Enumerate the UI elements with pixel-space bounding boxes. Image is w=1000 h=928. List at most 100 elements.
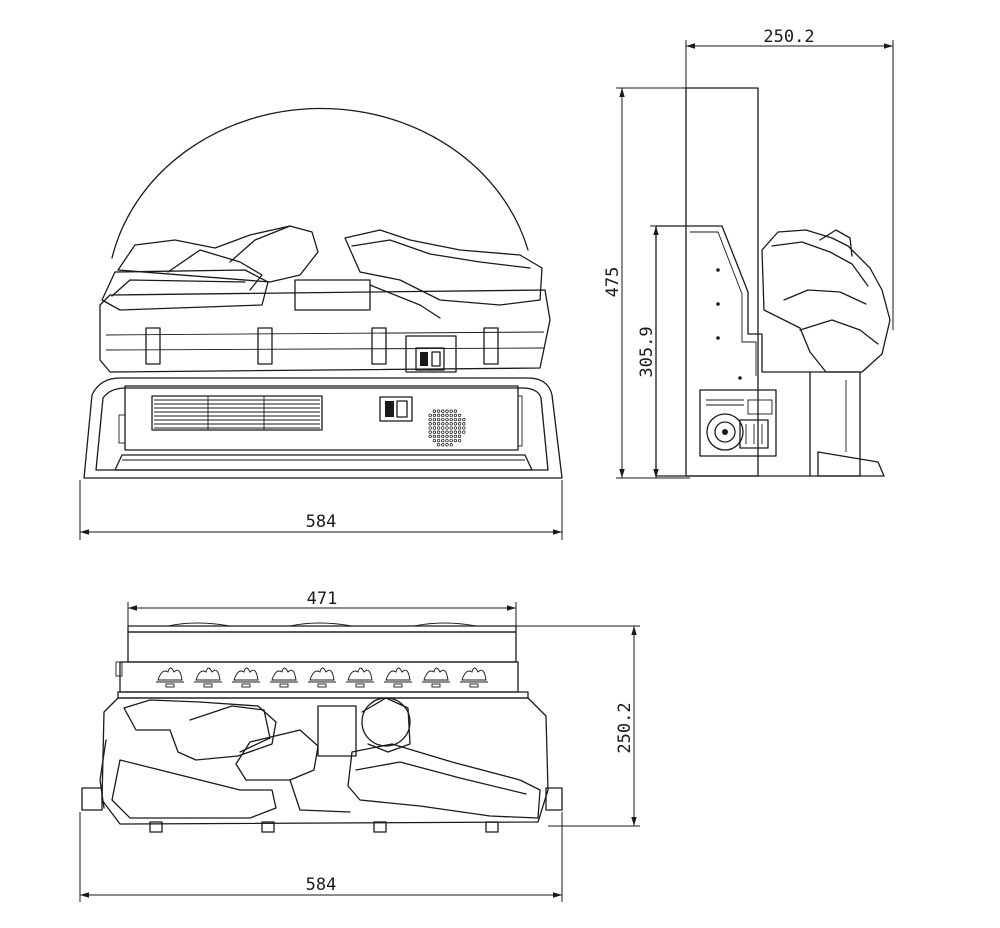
speaker-hole (453, 422, 458, 426)
speaker-hole (445, 417, 449, 422)
flame-base-mark (317, 683, 327, 688)
flame-glyph (346, 667, 374, 683)
speaker-hole (453, 417, 458, 422)
speaker-hole (445, 438, 449, 443)
speaker-hole (449, 430, 453, 434)
speaker-hole (428, 422, 432, 426)
dim-top-depth: 250.2 (516, 625, 640, 827)
speaker-hole (432, 426, 437, 430)
speaker-hole (441, 438, 445, 443)
speaker-hole (453, 434, 458, 439)
top-tray (101, 697, 549, 825)
dim-label-front-width: 584 (306, 512, 337, 532)
flame-base-mark (279, 683, 289, 688)
speaker-hole (436, 409, 441, 413)
speaker-hole (432, 422, 437, 426)
speaker-hole (449, 422, 453, 426)
dim-label-side-body-height: 305.9 (637, 326, 657, 377)
speaker-hole (436, 417, 441, 422)
top-base-foot-right (545, 787, 563, 811)
top-heater-strip (127, 631, 517, 663)
speaker-hole (432, 430, 437, 434)
speaker-hole (453, 426, 458, 430)
speaker-hole (428, 434, 432, 439)
speaker-hole (428, 417, 432, 422)
speaker-hole (449, 443, 453, 447)
flame-glyph (194, 667, 222, 683)
speaker-hole (436, 422, 441, 426)
speaker-hole (449, 417, 453, 422)
dim-side-depth: 250.2 (685, 27, 894, 330)
speaker-hole (445, 443, 449, 447)
flame-glyph (384, 667, 412, 683)
speaker-hole (441, 409, 445, 413)
speaker-hole (449, 434, 453, 439)
flame-base-mark (355, 683, 365, 688)
tray-clips (145, 327, 499, 365)
speaker-hole (462, 422, 466, 426)
speaker-hole (457, 438, 462, 443)
heater-vent-grille (151, 395, 323, 431)
speaker-hole (428, 430, 432, 434)
flame-glyph (156, 667, 184, 683)
flame-base-mark (203, 683, 213, 688)
dim-top-inner-width: 471 (127, 589, 517, 626)
speaker-hole (457, 417, 462, 422)
dim-front-width: 584 (79, 480, 563, 540)
dim-top-width: 584 (79, 812, 563, 902)
speaker-hole (453, 409, 458, 413)
speaker-hole (432, 434, 437, 439)
flame-glyph (422, 667, 450, 683)
side-logs (761, 229, 891, 373)
speaker-hole (453, 413, 458, 418)
speaker-hole (445, 426, 449, 430)
speaker-hole (457, 434, 462, 439)
flame-glyph (232, 667, 260, 683)
flame-base-mark (165, 683, 175, 688)
speaker-hole (445, 434, 449, 439)
speaker-hole (436, 430, 441, 434)
flame-glyph (460, 667, 488, 683)
speaker-grille (428, 409, 466, 447)
speaker-hole (457, 413, 462, 418)
speaker-hole (449, 438, 453, 443)
flame-glyph (270, 667, 298, 683)
flame-dome-outline (111, 107, 529, 259)
speaker-hole (432, 438, 437, 443)
side-view (655, 87, 891, 477)
speaker-hole (441, 426, 445, 430)
speaker-hole (432, 409, 437, 413)
dim-side-height: 475 (603, 87, 690, 479)
speaker-hole (457, 426, 462, 430)
front-logs (101, 225, 543, 319)
flame-base-mark (431, 683, 441, 688)
speaker-hole (449, 426, 453, 430)
speaker-hole (441, 434, 445, 439)
dim-label-top-width: 584 (306, 875, 337, 895)
top-logs (99, 697, 541, 819)
flame-glyph (308, 667, 336, 683)
speaker-hole (457, 422, 462, 426)
speaker-hole (436, 426, 441, 430)
speaker-hole (441, 413, 445, 418)
dim-label-top-depth: 250.2 (615, 702, 635, 753)
glass-panel (685, 87, 759, 477)
flame-base-mark (241, 683, 251, 688)
blower-fan (699, 389, 777, 457)
ember-bed-tray (99, 289, 551, 373)
speaker-hole (445, 413, 449, 418)
speaker-hole (428, 426, 432, 430)
speaker-hole (436, 413, 441, 418)
top-base-foot-left (81, 787, 103, 811)
speaker-hole (428, 413, 432, 418)
flame-pattern (156, 667, 488, 688)
flame-base-mark (469, 683, 479, 688)
speaker-hole (441, 443, 445, 447)
flame-base-mark (393, 683, 403, 688)
top-ember-strip (119, 661, 519, 693)
speaker-hole (453, 430, 458, 434)
speaker-hole (436, 438, 441, 443)
speaker-hole (436, 443, 441, 447)
speaker-hole (462, 426, 466, 430)
plinth (114, 454, 533, 471)
